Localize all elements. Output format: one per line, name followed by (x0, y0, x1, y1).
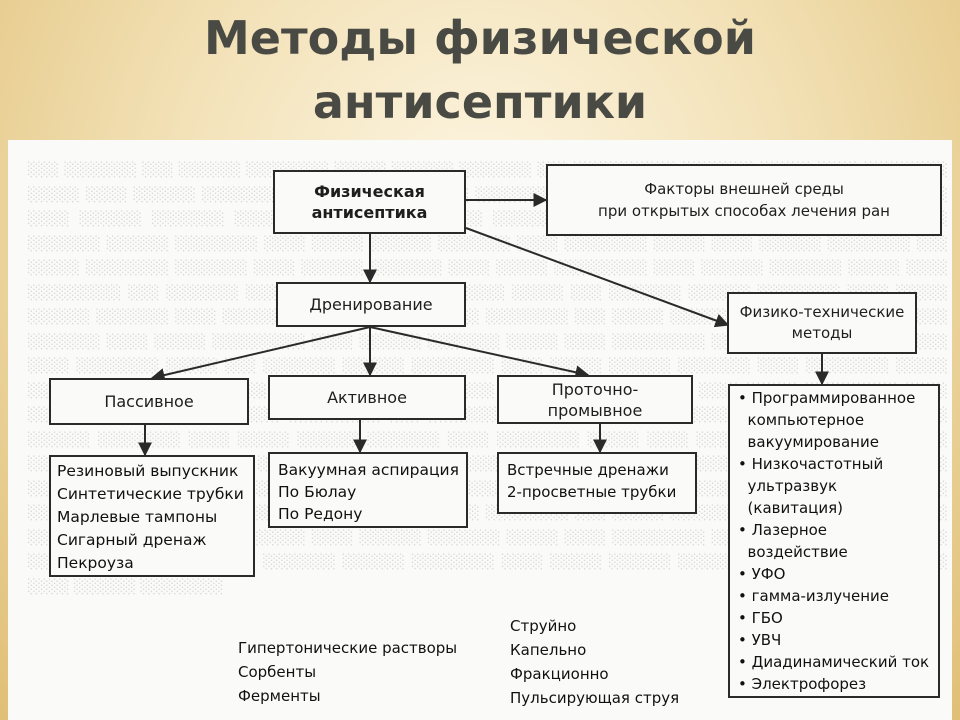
method-item: • ГБО (738, 609, 783, 627)
flow-item: 2-просветные трубки (507, 483, 677, 501)
method-item: • УФО (738, 565, 786, 583)
physico-technical-line-2: методы (791, 324, 853, 342)
solutions-list: Гипертонические растворы Сорбенты Фермен… (238, 636, 478, 708)
method-item: воздействие (738, 543, 848, 561)
flow-item: Встречные дренажи (507, 461, 669, 479)
active-item: Вакуумная аспирация (278, 461, 459, 479)
passive-item: Сигарный дренаж (57, 531, 207, 549)
title-line-1: Методы физической (204, 11, 756, 65)
drainage-label: Дренирование (309, 295, 433, 314)
method-item: вакуумирование (738, 433, 879, 451)
active-box: Активное (268, 375, 466, 420)
flow-items-list: Встречные дренажи 2-просветные трубки (497, 452, 697, 514)
flow-mode-item: Пульсирующая струя (510, 689, 680, 707)
active-item: По Редону (278, 505, 363, 523)
title-line-2: антисептики (312, 75, 648, 129)
arrow-drainage-to-passive (150, 326, 371, 382)
passive-items-list: Резиновый выпускник Синтетические трубки… (49, 455, 255, 577)
physico-technical-line-1: Физико-технические (739, 303, 905, 321)
active-item: По Бюлау (278, 483, 357, 501)
arrow-drainage-to-flow (369, 326, 590, 380)
flow-box: Проточно- промывное (497, 375, 693, 424)
active-items-list: Вакуумная аспирация По Бюлау По Редону (268, 452, 468, 528)
method-item: • Низкочастотный (738, 455, 884, 473)
passive-item: Марлевые тампоны (57, 508, 218, 526)
active-label: Активное (327, 388, 407, 407)
passive-item: Пекроуза (57, 554, 134, 572)
flow-line-2: промывное (547, 400, 643, 420)
flow-line-1: Проточно- (551, 379, 639, 399)
drainage-box: Дренирование (276, 282, 466, 327)
method-item: • Электрофорез (738, 675, 867, 693)
method-item: • Программированное (738, 389, 916, 407)
passive-label: Пассивное (104, 392, 194, 411)
physico-technical-methods-list: • Программированное компьютерное вакууми… (728, 384, 940, 698)
method-item: ультразвук (738, 477, 838, 495)
flow-mode-item: Фракционно (510, 665, 609, 683)
solution-item: Ферменты (238, 687, 321, 705)
external-factors-line-2: при открытых способах лечения ран (598, 202, 890, 220)
solution-item: Сорбенты (238, 663, 317, 681)
external-factors-box: Факторы внешней среды при открытых спосо… (546, 164, 942, 236)
method-item: • Диадинамический ток (738, 653, 930, 671)
external-factors-line-1: Факторы внешней среды (644, 180, 844, 198)
physico-technical-box: Физико-технические методы (727, 292, 917, 354)
passive-item: Синтетические трубки (57, 485, 244, 503)
method-item: • Лазерное (738, 521, 828, 539)
flow-mode-item: Струйно (510, 617, 577, 635)
flow-mode-item: Капельно (510, 641, 587, 659)
slide-title: Методы физической антисептики (0, 6, 960, 134)
passive-box: Пассивное (49, 378, 249, 425)
flow-modes-list: Струйно Капельно Фракционно Пульсирующая… (510, 614, 700, 710)
method-item: • УВЧ (738, 631, 782, 649)
root-box: Физическая антисептика (273, 170, 466, 234)
method-item: (кавитация) (738, 499, 843, 517)
arrow-root-to-methods (465, 227, 730, 328)
root-label: Физическая антисептика (311, 182, 428, 222)
method-item: компьютерное (738, 411, 865, 429)
passive-item: Резиновый выпускник (57, 462, 239, 480)
method-item: • гамма-излучение (738, 587, 889, 605)
solution-item: Гипертонические растворы (238, 639, 458, 657)
